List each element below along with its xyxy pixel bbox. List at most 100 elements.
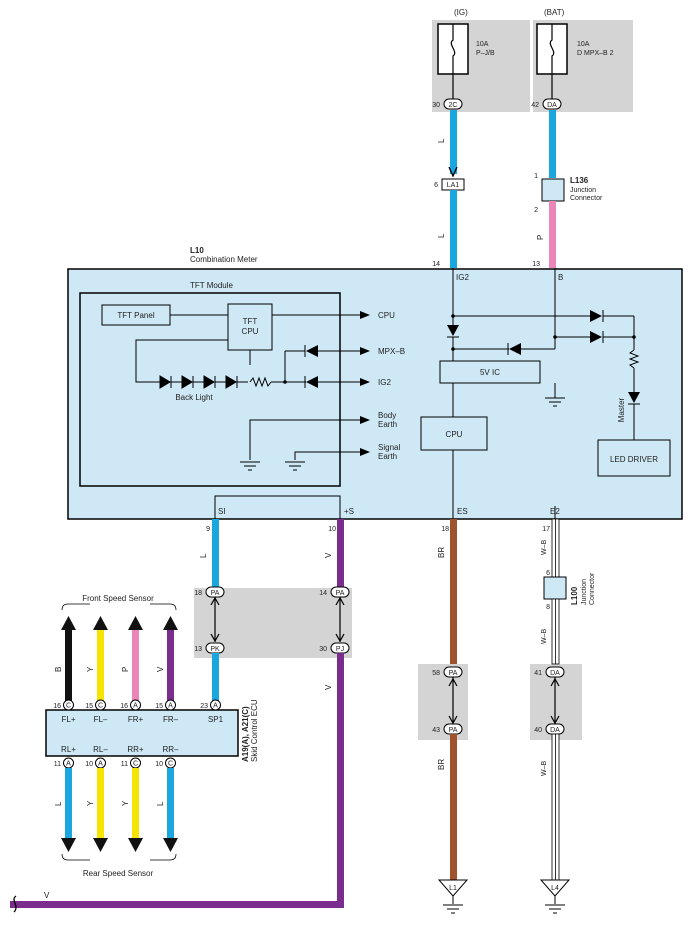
cpu-label: CPU	[446, 430, 463, 439]
ic-5v-label: 5V IC	[480, 368, 500, 377]
svg-text:FR–: FR–	[163, 715, 179, 724]
tft-title: TFT Module	[190, 281, 234, 290]
connector-2c-pin: 30	[432, 102, 440, 109]
svg-text:10: 10	[85, 761, 93, 768]
ground-l1	[437, 879, 469, 897]
wire-bat-bottom	[549, 201, 556, 268]
tft-cpu	[227, 303, 273, 351]
ground-icon-l4	[545, 904, 565, 914]
wire-fl-plus-color: B	[54, 667, 63, 672]
svg-text:C: C	[66, 703, 71, 710]
fuse-bat-name: D MPX–B 2	[577, 50, 614, 57]
svg-text:RL–: RL–	[93, 745, 108, 754]
wire-fr-minus	[167, 628, 174, 701]
junction-l136	[541, 178, 565, 202]
connector-pk-pin: 13	[194, 646, 202, 653]
master-led-icon	[628, 392, 640, 403]
tft-panel-label: TFT Panel	[117, 311, 154, 320]
cpu-box	[420, 416, 488, 451]
l100-id: L100	[570, 586, 579, 605]
meter-pin-b-label: B	[558, 273, 563, 282]
wire-es-color: BR	[437, 547, 446, 558]
tft-body-earth-2: Earth	[378, 420, 397, 429]
ground-l4-label: L4	[551, 885, 559, 892]
wire-si-color: L	[199, 553, 208, 558]
wire-fr-minus-color: V	[156, 666, 165, 672]
l100-name-1: Junction	[581, 579, 588, 605]
master-label: Master	[617, 397, 626, 422]
wire-rl-plus-color: L	[54, 801, 63, 806]
connector-pa-s-label: PA	[336, 590, 345, 597]
wire-ecu-out-color: V	[324, 684, 333, 690]
tft-out-cpu: CPU	[378, 311, 395, 320]
wire-e2-bottom	[551, 733, 560, 881]
meter-pin-es: ES	[457, 507, 468, 516]
pin-es-num: 18	[441, 526, 449, 533]
svg-text:A: A	[133, 703, 138, 710]
connector-la1-pin: 6	[434, 182, 438, 189]
wire-s-plus	[337, 519, 344, 588]
connector-pj-pin: 30	[319, 646, 327, 653]
wire-e2-mid	[551, 598, 560, 665]
l100-pin-top: 6	[546, 570, 550, 577]
resistor-led	[628, 349, 640, 369]
wire-e2	[551, 518, 560, 578]
svg-text:RR–: RR–	[162, 745, 179, 754]
wire-fl-minus-color: Y	[86, 666, 95, 672]
front-sensor-title: Front Speed Sensor	[82, 594, 154, 603]
ecu-top-pin-fr-minus: A 15 FR–	[155, 699, 179, 724]
meter-pin-si: SI	[218, 507, 226, 516]
connector-2c	[443, 98, 463, 110]
svg-text:10: 10	[155, 761, 163, 768]
svg-text:15: 15	[85, 703, 93, 710]
meter-pin-s: +S	[344, 507, 354, 516]
ecu-top-pin-fr-plus: A 16 FR+	[120, 699, 144, 724]
ground-l4	[539, 879, 571, 897]
wire-fr-plus	[132, 628, 139, 701]
rear-sensor-title: Rear Speed Sensor	[83, 869, 154, 878]
ecu-top-pin-fl-plus: C 16 FL+	[53, 699, 76, 724]
backlight-label: Back Light	[175, 393, 213, 402]
junction-l100	[543, 576, 567, 600]
diode-ig2	[306, 376, 318, 388]
fuse-bat-rating: 10A	[577, 41, 590, 48]
meter-pin-ig2-label: IG2	[456, 273, 469, 282]
tft-cpu-label-2: CPU	[242, 327, 259, 336]
wire-es	[450, 519, 457, 664]
led-driver-label: LED DRIVER	[610, 455, 658, 464]
svg-text:23: 23	[200, 703, 208, 710]
wire-ig-bottom-color: L	[437, 233, 446, 238]
backlight-leds	[159, 375, 306, 389]
wire-bat-bottom-color: P	[536, 235, 545, 240]
wire-fr-plus-color: P	[121, 667, 130, 672]
wire-rr-minus-color: L	[156, 801, 165, 806]
svg-text:16: 16	[53, 703, 61, 710]
wire-s-plus-down	[337, 653, 344, 908]
connector-da-top	[542, 98, 562, 110]
svg-text:A: A	[66, 761, 71, 768]
ecu-top-pin-fl-minus: C 15 FL–	[85, 699, 108, 724]
pin-e2-num: 17	[542, 526, 550, 533]
wire-rr-plus-color: Y	[121, 800, 130, 806]
l136-id: L136	[570, 176, 589, 185]
ground-l1-label: L1	[449, 885, 457, 892]
diode-mpxb	[306, 345, 318, 357]
svg-text:15: 15	[155, 703, 163, 710]
led-driver	[597, 439, 671, 477]
connector-pa-s-pin: 14	[319, 590, 327, 597]
ground-icon-body	[240, 461, 260, 471]
connector-pa-es-top-label: PA	[449, 670, 458, 677]
l136-pin-bottom: 2	[534, 207, 538, 214]
fuse-ig-rating: 10A	[476, 41, 489, 48]
connector-da-e2-bot-pin: 40	[534, 727, 542, 734]
meter-pin-ig2-num: 14	[432, 261, 440, 268]
wire-rl-minus-color: Y	[86, 800, 95, 806]
l100-pin-bottom: 8	[546, 604, 550, 611]
svg-text:FR+: FR+	[128, 715, 144, 724]
fuse-ig-name: P–J/B	[476, 50, 495, 57]
svg-text:FL–: FL–	[94, 715, 108, 724]
ecu-id: A19(A), A21(C)	[241, 706, 250, 762]
ic-5v	[439, 360, 541, 384]
svg-text:RR+: RR+	[127, 745, 144, 754]
